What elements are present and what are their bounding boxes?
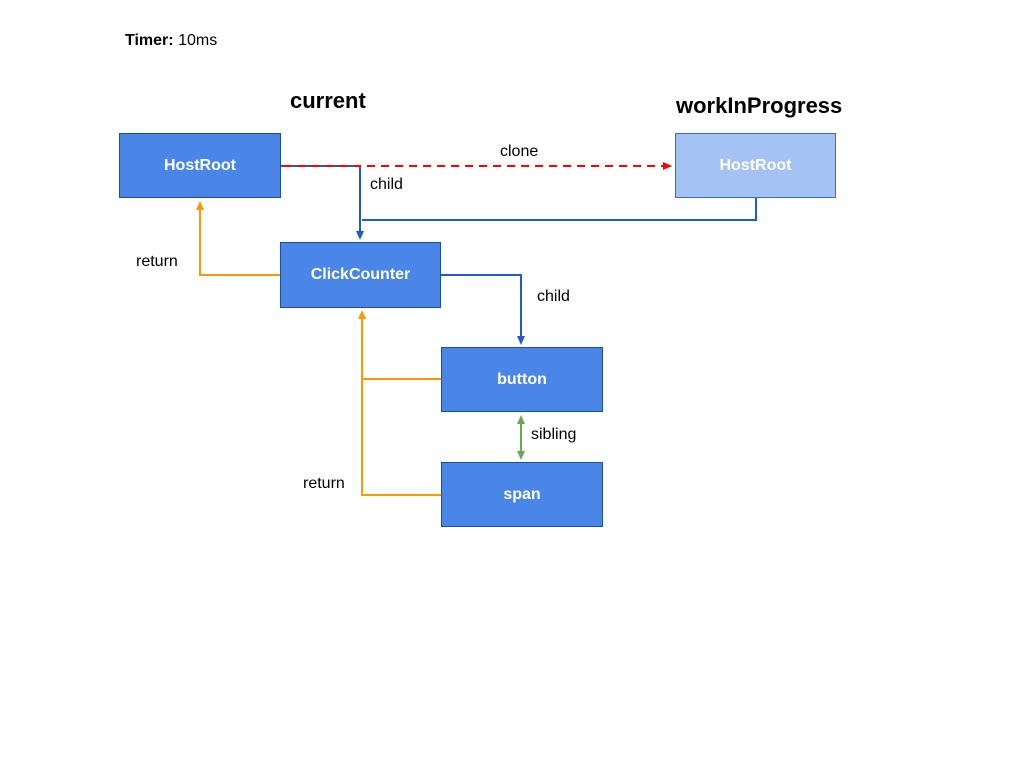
child-edge-click-counter bbox=[441, 274, 525, 345]
button-node: button bbox=[441, 347, 603, 412]
timer-value: 10ms bbox=[178, 32, 218, 49]
work-in-progress-tree-heading: workInProgress bbox=[676, 93, 843, 118]
child-edge-click-counter-label: child bbox=[537, 288, 570, 305]
current-tree-heading: current bbox=[290, 88, 366, 113]
timer-label: Timer: bbox=[125, 32, 174, 49]
child-edge-host-root-label: child bbox=[370, 176, 403, 193]
return-edge-click-counter bbox=[196, 201, 280, 276]
span-node-label: span bbox=[503, 485, 541, 503]
timer-readout: Timer: 10ms bbox=[125, 32, 217, 50]
return-edge-children-label: return bbox=[303, 475, 345, 492]
return-edge-click-counter-label: return bbox=[136, 253, 178, 270]
child-edge-wip-host-root bbox=[362, 198, 757, 221]
host-root-current-node: HostRoot bbox=[119, 133, 281, 198]
host-root-wip-label: HostRoot bbox=[719, 156, 792, 174]
click-counter-label: ClickCounter bbox=[310, 266, 411, 283]
button-node-label: button bbox=[497, 370, 547, 388]
return-edge-span bbox=[358, 310, 441, 496]
host-root-current-label: HostRoot bbox=[164, 156, 236, 174]
child-edge-host-root bbox=[281, 165, 364, 240]
span-node: span bbox=[441, 462, 603, 527]
click-counter-node: ClickCounter bbox=[280, 242, 441, 308]
sibling-edge-label: sibling bbox=[531, 426, 577, 443]
host-root-work-in-progress-node: HostRoot bbox=[675, 133, 836, 198]
clone-edge-label: clone bbox=[500, 143, 539, 160]
